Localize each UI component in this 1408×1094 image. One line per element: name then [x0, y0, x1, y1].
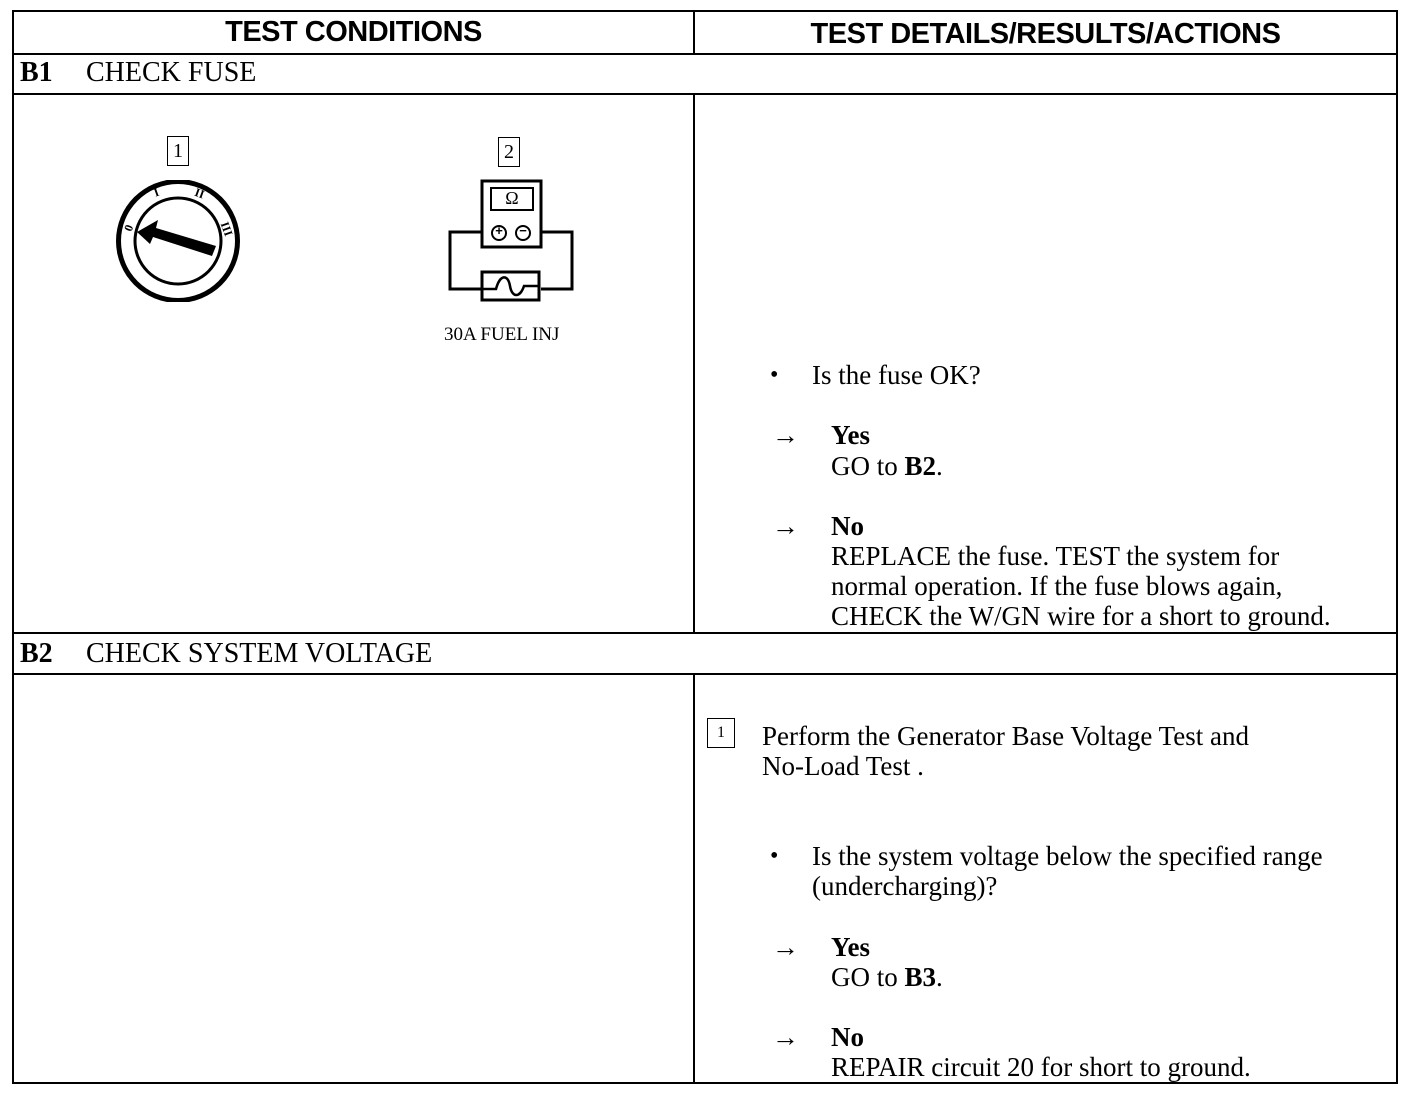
b1-no-action-line-2: normal operation. If the fuse blows agai…	[831, 571, 1283, 601]
b2-no-arrow: →	[772, 1022, 799, 1052]
b2-title-divider	[12, 673, 1398, 675]
b2-yes-arrow: →	[772, 932, 799, 962]
b1-yes-arrow: →	[772, 420, 799, 450]
b1-no-action-line-3: CHECK the W/GN wire for a short to groun…	[831, 601, 1331, 631]
svg-text:III: III	[218, 220, 236, 238]
b1-yes-label: Yes	[831, 420, 870, 450]
minus-terminal-label: −	[519, 223, 527, 238]
b2-question-bullet: •	[770, 843, 779, 869]
ohm-symbol: Ω	[505, 188, 519, 208]
svg-text:0: 0	[121, 223, 136, 233]
b1-column-divider	[693, 93, 695, 633]
fuse-label: 30A FUEL INJ	[444, 324, 560, 345]
callout-1: 1	[167, 136, 189, 166]
b2-top-divider	[12, 632, 1398, 634]
step-b1-title: CHECK FUSE	[86, 57, 257, 88]
b1-no-arrow: →	[772, 511, 799, 541]
step-b1-id: B1	[20, 57, 53, 88]
header-divider	[12, 53, 1398, 55]
b1-question: Is the fuse OK?	[812, 360, 981, 390]
plus-terminal-label: +	[495, 223, 503, 238]
step-b2-title-row: B2 CHECK SYSTEM VOLTAGE	[20, 636, 432, 672]
header-test-details: TEST DETAILS/RESULTS/ACTIONS	[810, 17, 1281, 50]
step-b2-id: B2	[20, 638, 53, 669]
b2-yes-action: GO to B3.	[831, 962, 943, 992]
b1-yes-action-ref: B2	[904, 451, 937, 481]
b2-step-number: 1	[707, 718, 735, 748]
header-column-divider	[693, 10, 695, 54]
b2-column-divider	[693, 673, 695, 1084]
b2-no-label: No	[831, 1022, 864, 1052]
ohmmeter-icon	[448, 179, 574, 302]
b1-yes-action-suffix: .	[936, 451, 943, 481]
b1-no-label: No	[831, 511, 864, 541]
b2-yes-action-ref: B3	[904, 962, 937, 992]
callout-2: 2	[498, 137, 520, 167]
step-b2-title: CHECK SYSTEM VOLTAGE	[86, 638, 433, 669]
b2-question-line-2: (undercharging)?	[812, 871, 998, 901]
b2-yes-action-suffix: .	[936, 962, 943, 992]
svg-text:I: I	[152, 185, 161, 200]
ignition-switch-icon: 0 I II III	[116, 180, 240, 302]
b2-no-action-line-1: REPAIR circuit 20 for short to ground.	[831, 1052, 1251, 1082]
test-table	[12, 10, 1398, 1084]
b1-yes-action-prefix: GO to	[831, 451, 905, 481]
b2-instruction-line-2: No-Load Test .	[762, 751, 924, 781]
b1-no-action-line-1: REPLACE the fuse. TEST the system for	[831, 541, 1280, 571]
b2-yes-label: Yes	[831, 932, 870, 962]
b1-yes-action: GO to B2.	[831, 451, 943, 481]
b2-question-line-1: Is the system voltage below the specifie…	[812, 841, 1323, 871]
b2-instruction-line-1: Perform the Generator Base Voltage Test …	[762, 721, 1249, 751]
b1-title-divider	[12, 93, 1398, 95]
header-test-conditions: TEST CONDITIONS	[225, 15, 482, 48]
b1-question-bullet: •	[770, 362, 779, 388]
step-b1-title-row: B1 CHECK FUSE	[20, 55, 256, 91]
b2-yes-action-prefix: GO to	[831, 962, 905, 992]
